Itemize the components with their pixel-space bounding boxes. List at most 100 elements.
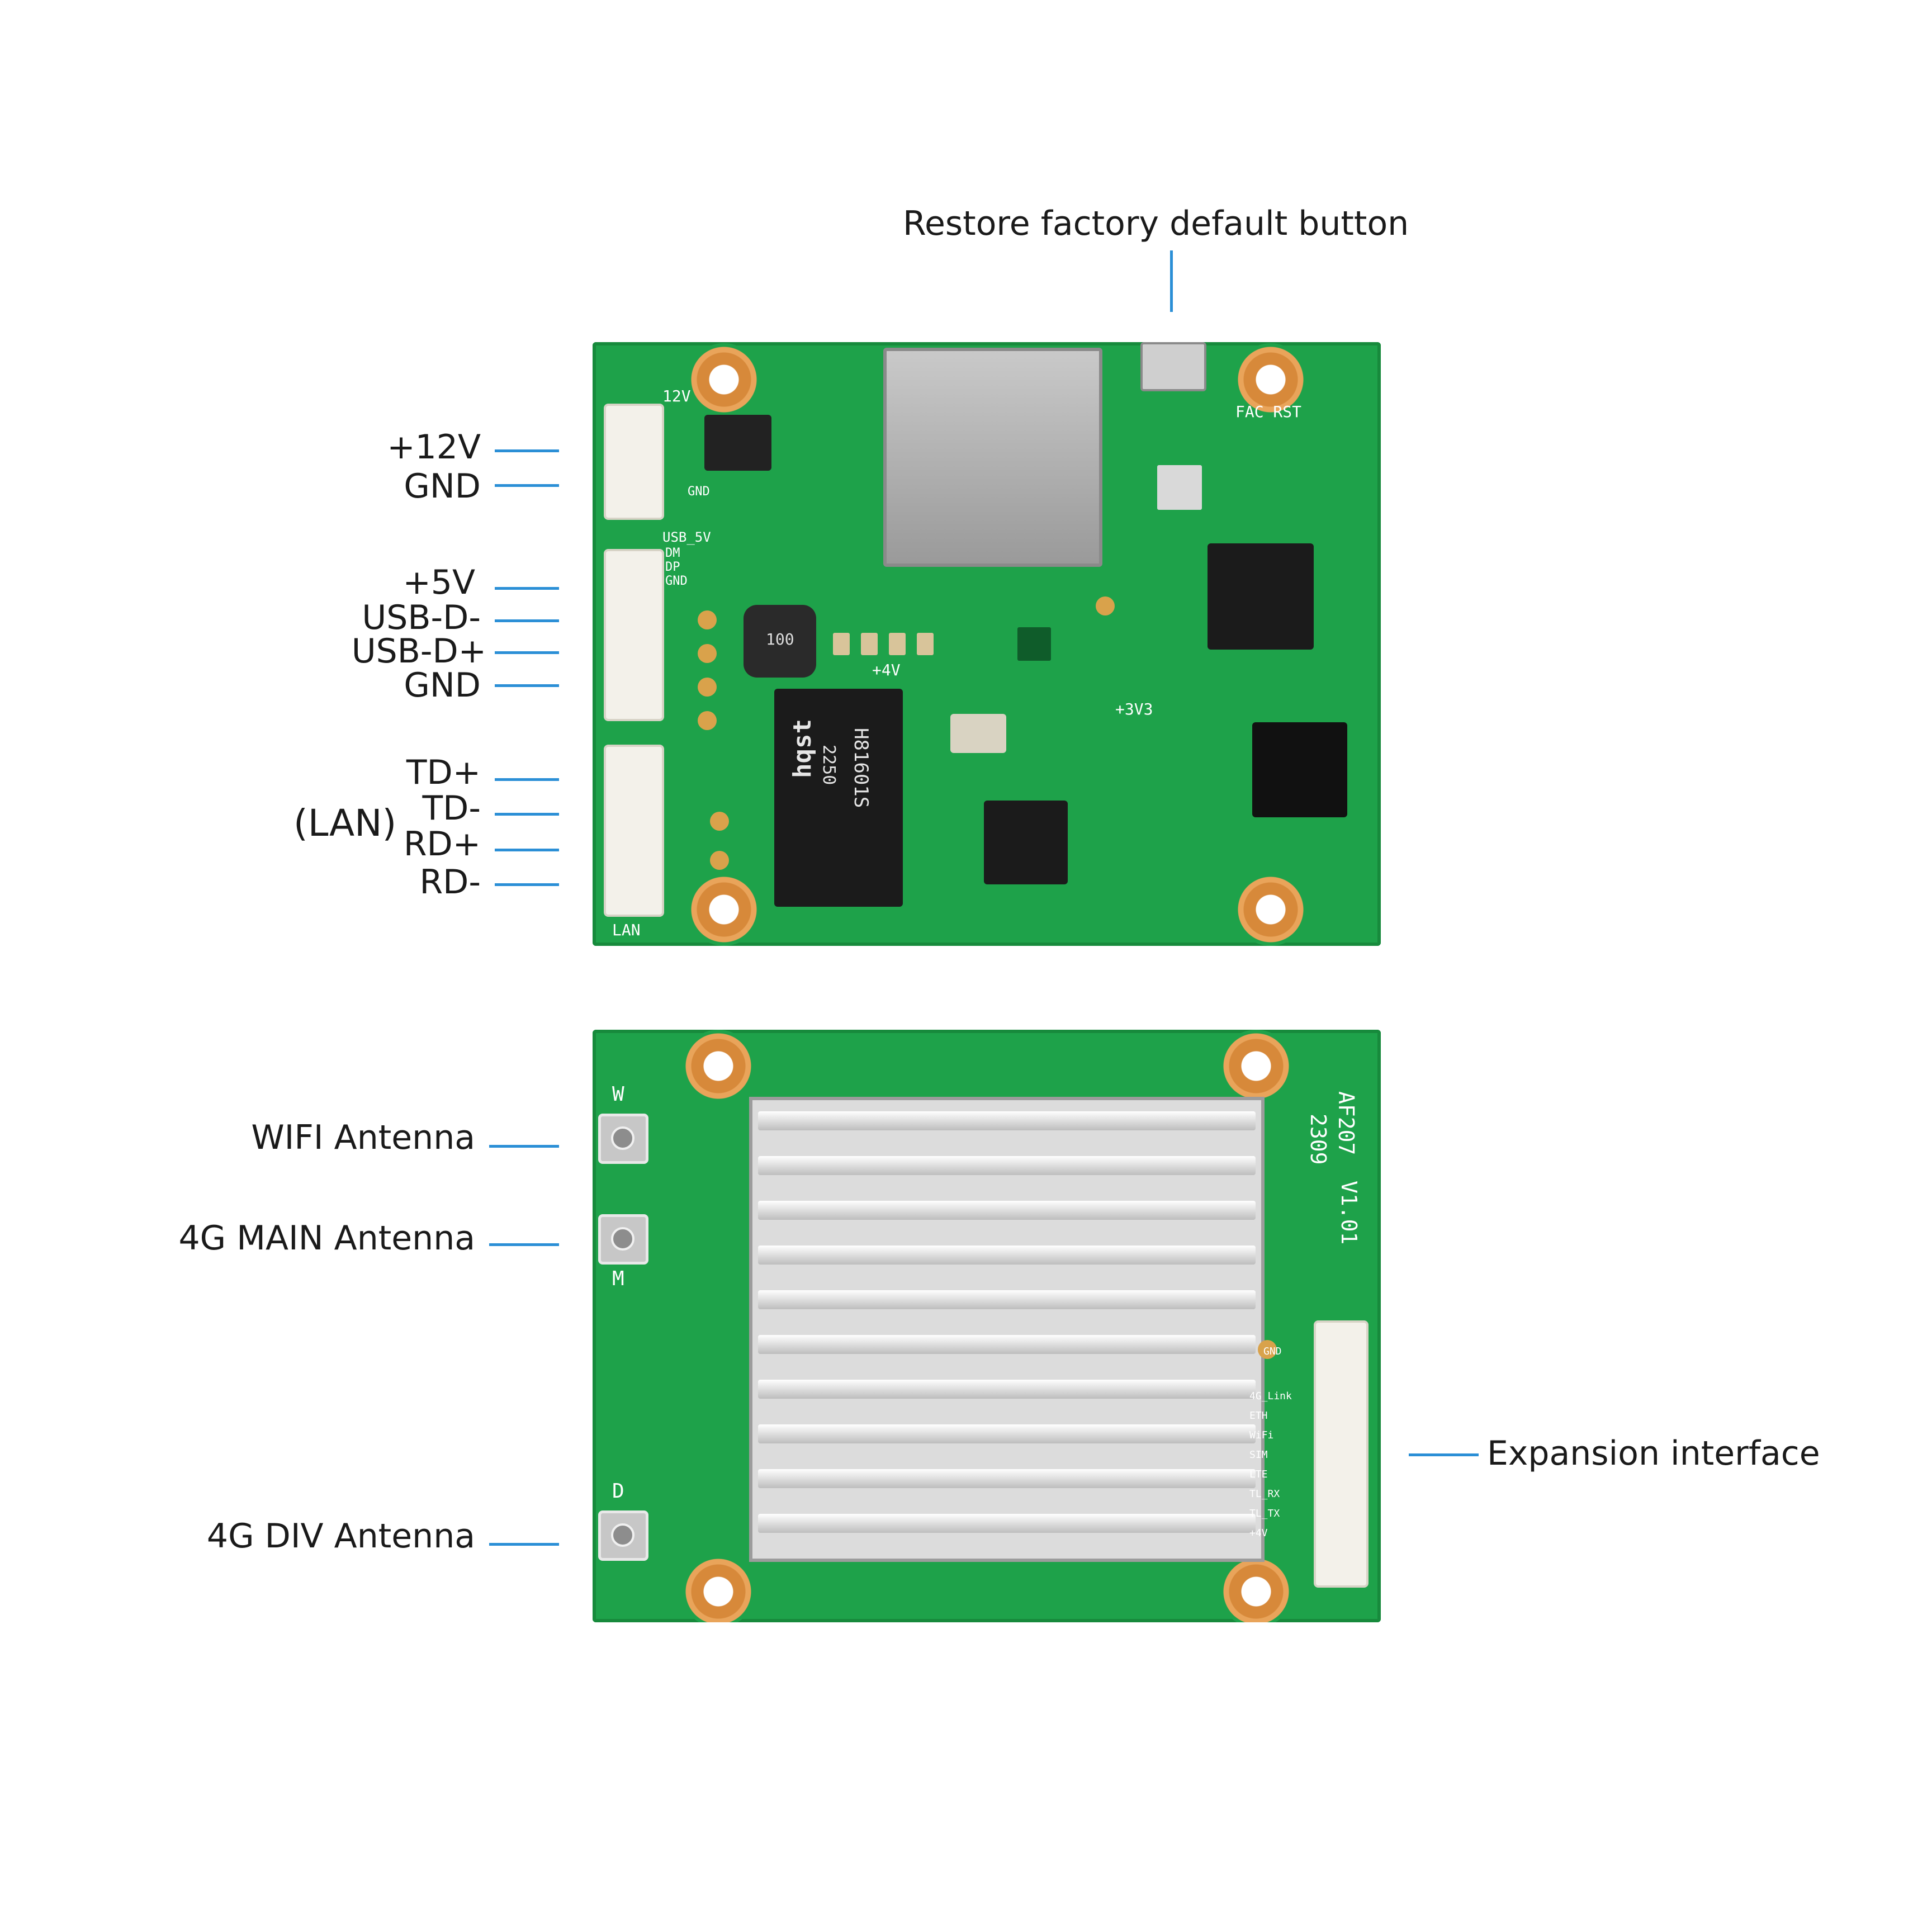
wifi-antenna-label: WIFI Antenna [251, 1118, 475, 1157]
restore-button-leader [1170, 250, 1173, 312]
main-soc [984, 801, 1068, 884]
power-diode [704, 415, 771, 471]
exp-pin-label: +4V [1249, 1527, 1268, 1539]
pin-label-rd-plus: RD+ [403, 825, 481, 864]
mounting-hole [1234, 343, 1307, 416]
smd-part [889, 633, 906, 655]
inductor [744, 605, 816, 678]
silk-gnd-usb: GND [665, 574, 688, 588]
test-pad [1096, 596, 1115, 615]
pin-label-usb-dm: USB-D- [362, 598, 481, 637]
mounting-hole [682, 1030, 755, 1102]
qfn-chip [1252, 722, 1347, 817]
exp-pin-label: GND [1263, 1346, 1282, 1357]
pin-label-5v: +5V [402, 563, 476, 602]
smd-part [917, 633, 934, 655]
pin-label-gnd-usb: GND [404, 666, 481, 705]
exp-pin-label: TL_RX [1249, 1488, 1280, 1500]
pin-leader [495, 883, 559, 886]
div-antenna-connector [598, 1510, 648, 1561]
silk-fac-rst: FAC RST [1235, 402, 1302, 421]
test-pad [1258, 1340, 1277, 1359]
silk-12v: 12V [662, 387, 691, 405]
main-antenna-label: 4G MAIN Antenna [178, 1219, 475, 1258]
heatsink-fin [758, 1290, 1256, 1309]
exp-pin-label: LTE [1249, 1469, 1268, 1480]
pin-leader [495, 587, 559, 590]
exp-pin-label: SIM [1249, 1449, 1268, 1461]
wifi-antenna-connector [598, 1114, 648, 1164]
silk-dp: DP [665, 560, 680, 574]
mounting-hole [682, 1555, 755, 1622]
smd-part [1017, 627, 1051, 661]
heatsink-fin [758, 1201, 1256, 1220]
antenna-leader [489, 1543, 559, 1546]
lan-transformer [774, 689, 903, 907]
pin-leader [495, 619, 559, 622]
mounting-hole [1234, 873, 1307, 946]
top-pcb: 12V GND USB_5V DM DP GND FAC RST +4V +3V… [593, 342, 1381, 946]
test-pad [698, 610, 717, 629]
mounting-hole [688, 873, 760, 946]
pin-leader [495, 684, 559, 687]
silk-usb5v: USB_5V [662, 529, 711, 545]
antenna-leader [489, 1145, 559, 1148]
heatsink-fin [758, 1111, 1256, 1130]
exp-pin-label: TL_TX [1249, 1508, 1280, 1519]
inductor-marking: 100 [766, 630, 794, 648]
smd-part [833, 633, 850, 655]
heatsink-fin [758, 1469, 1256, 1488]
div-antenna-label: 4G DIV Antenna [206, 1517, 475, 1556]
smd-part [1157, 465, 1202, 510]
silk-model: AF207 [1334, 1091, 1358, 1156]
test-pad [698, 711, 717, 730]
antenna-leader [489, 1243, 559, 1246]
exp-pin-label: 4G_Link [1249, 1390, 1292, 1402]
silk-3v3: +3V3 [1115, 700, 1153, 718]
main-antenna-connector [598, 1214, 648, 1265]
transformer-code: 2250 [819, 745, 839, 785]
silk-dm: DM [665, 546, 680, 560]
heatsink [749, 1097, 1265, 1562]
heatsink-fin [758, 1424, 1256, 1443]
pin-leader [495, 849, 559, 851]
heatsink-fin [758, 1514, 1256, 1533]
heatsink-fin [758, 1156, 1256, 1175]
mounting-hole [688, 343, 760, 416]
transformer-brand: hqst [788, 719, 817, 778]
lan-connector [604, 745, 664, 917]
pin-leader [495, 449, 559, 452]
bottom-pcb: W M D AF207 2309 V1.01 GND 4G_Link ETH W… [593, 1030, 1381, 1622]
silk-gnd: GND [688, 485, 710, 499]
silk-w: W [612, 1083, 624, 1106]
pin-label-td-plus: TD+ [406, 753, 481, 792]
heatsink-fin [758, 1380, 1256, 1399]
lan-group-label: (LAN) [293, 802, 397, 845]
usb-connector [604, 549, 664, 721]
crystal [950, 714, 1006, 753]
pin-leader [495, 484, 559, 487]
pin-label-td-minus: TD- [422, 789, 481, 828]
expansion-leader [1409, 1453, 1479, 1456]
heatsink-fin [758, 1335, 1256, 1354]
transformer-part: H81601S [850, 728, 872, 808]
pin-leader [495, 651, 559, 654]
pin-label-usb-dp: USB-D+ [351, 632, 486, 671]
silk-d: D [612, 1480, 624, 1503]
silk-4v: +4V [872, 661, 901, 679]
pin-label-12v: +12V [387, 428, 481, 467]
test-pad [698, 644, 717, 663]
expansion-interface-label: Expansion interface [1487, 1434, 1820, 1473]
reset-switch [1140, 342, 1206, 391]
silk-code: 2309 [1306, 1114, 1330, 1165]
silk-lan: LAN [612, 921, 641, 939]
expansion-connector [1314, 1320, 1368, 1588]
pin-leader [495, 813, 559, 816]
heatsink-fin [758, 1246, 1256, 1265]
test-pad [710, 851, 729, 870]
power-connector [604, 404, 664, 520]
exp-pin-label: WiFi [1249, 1429, 1274, 1441]
silk-version: V1.01 [1337, 1181, 1361, 1245]
smd-part [861, 633, 878, 655]
pin-leader [495, 778, 559, 781]
